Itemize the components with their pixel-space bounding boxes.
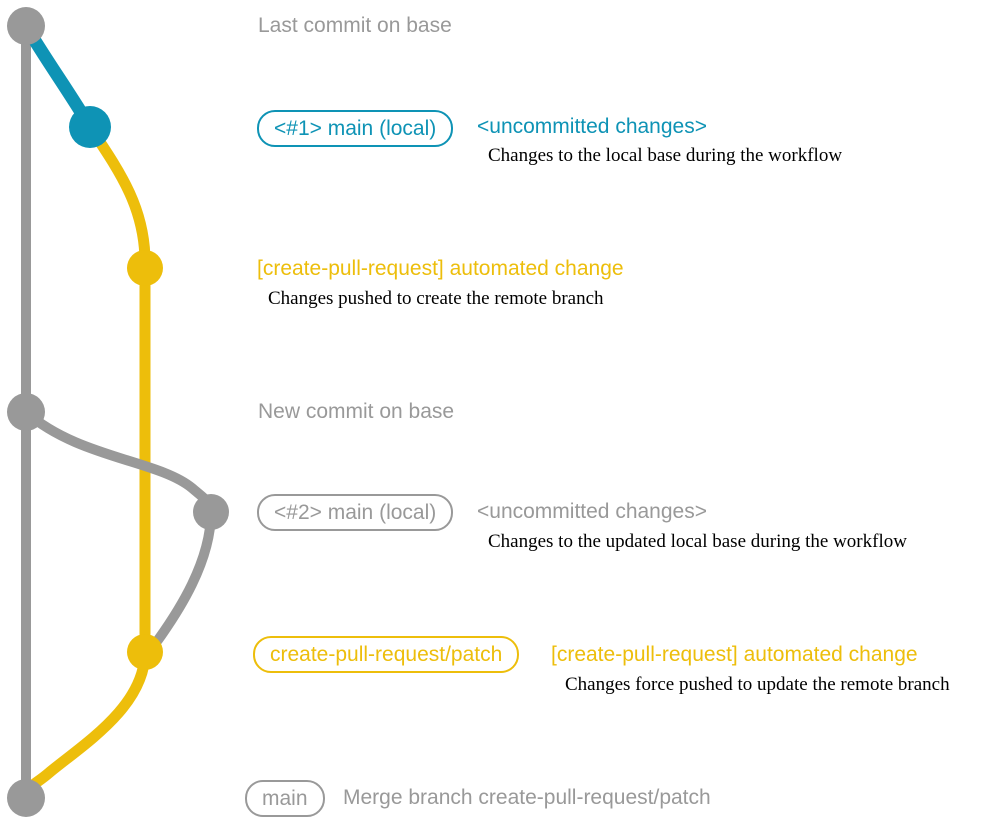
commit-dot-automated-2 <box>127 634 163 670</box>
branch-label-main-local-2: <#2> main (local) <box>257 494 454 531</box>
branch-curve-remote-merge <box>20 646 151 804</box>
commit-message-uncommitted-1: <uncommitted changes> <box>477 115 707 138</box>
branch-curve-local-2 <box>21 407 216 517</box>
annotation-uncommitted-1: Changes to the local base during the wor… <box>488 145 843 166</box>
commit-message-automated-1: [create-pull-request] automated change <box>257 257 624 280</box>
annotation-automated-2: Changes force pushed to update the remot… <box>565 674 950 695</box>
commit-message-last-base: Last commit on base <box>258 14 452 37</box>
annotation-automated-1: Changes pushed to create the remote bran… <box>268 288 604 309</box>
branch-label-main-local-2-text: <#2> main (local) <box>274 500 437 524</box>
commit-dot-merge <box>7 779 45 817</box>
branch-label-create-pull-request-patch-text: create-pull-request/patch <box>270 642 503 666</box>
branch-label-create-pull-request-patch: create-pull-request/patch <box>253 636 520 673</box>
commit-dot-last-base <box>7 7 45 45</box>
commit-message-new-base: New commit on base <box>258 400 455 423</box>
commit-dot-uncommitted-2 <box>193 494 229 530</box>
commit-dot-new-base <box>7 393 45 431</box>
branch-label-main: main <box>245 780 325 817</box>
commit-message-merge: Merge branch create-pull-request/patch <box>343 786 711 809</box>
branch-label-main-text: main <box>262 786 308 810</box>
commit-message-uncommitted-2: <uncommitted changes> <box>477 500 707 523</box>
annotation-uncommitted-2: Changes to the updated local base during… <box>488 531 907 552</box>
branch-curve-local-2-merge <box>140 507 216 659</box>
branch-label-main-local-1-text: <#1> main (local) <box>274 116 437 140</box>
commit-dot-uncommitted-1 <box>69 106 111 148</box>
commit-dot-automated-1 <box>127 250 163 286</box>
branch-label-main-local-1: <#1> main (local) <box>257 110 454 147</box>
commit-graph <box>7 7 229 817</box>
commit-message-automated-2: [create-pull-request] automated change <box>551 643 918 666</box>
branch-line-remote <box>84 121 151 658</box>
